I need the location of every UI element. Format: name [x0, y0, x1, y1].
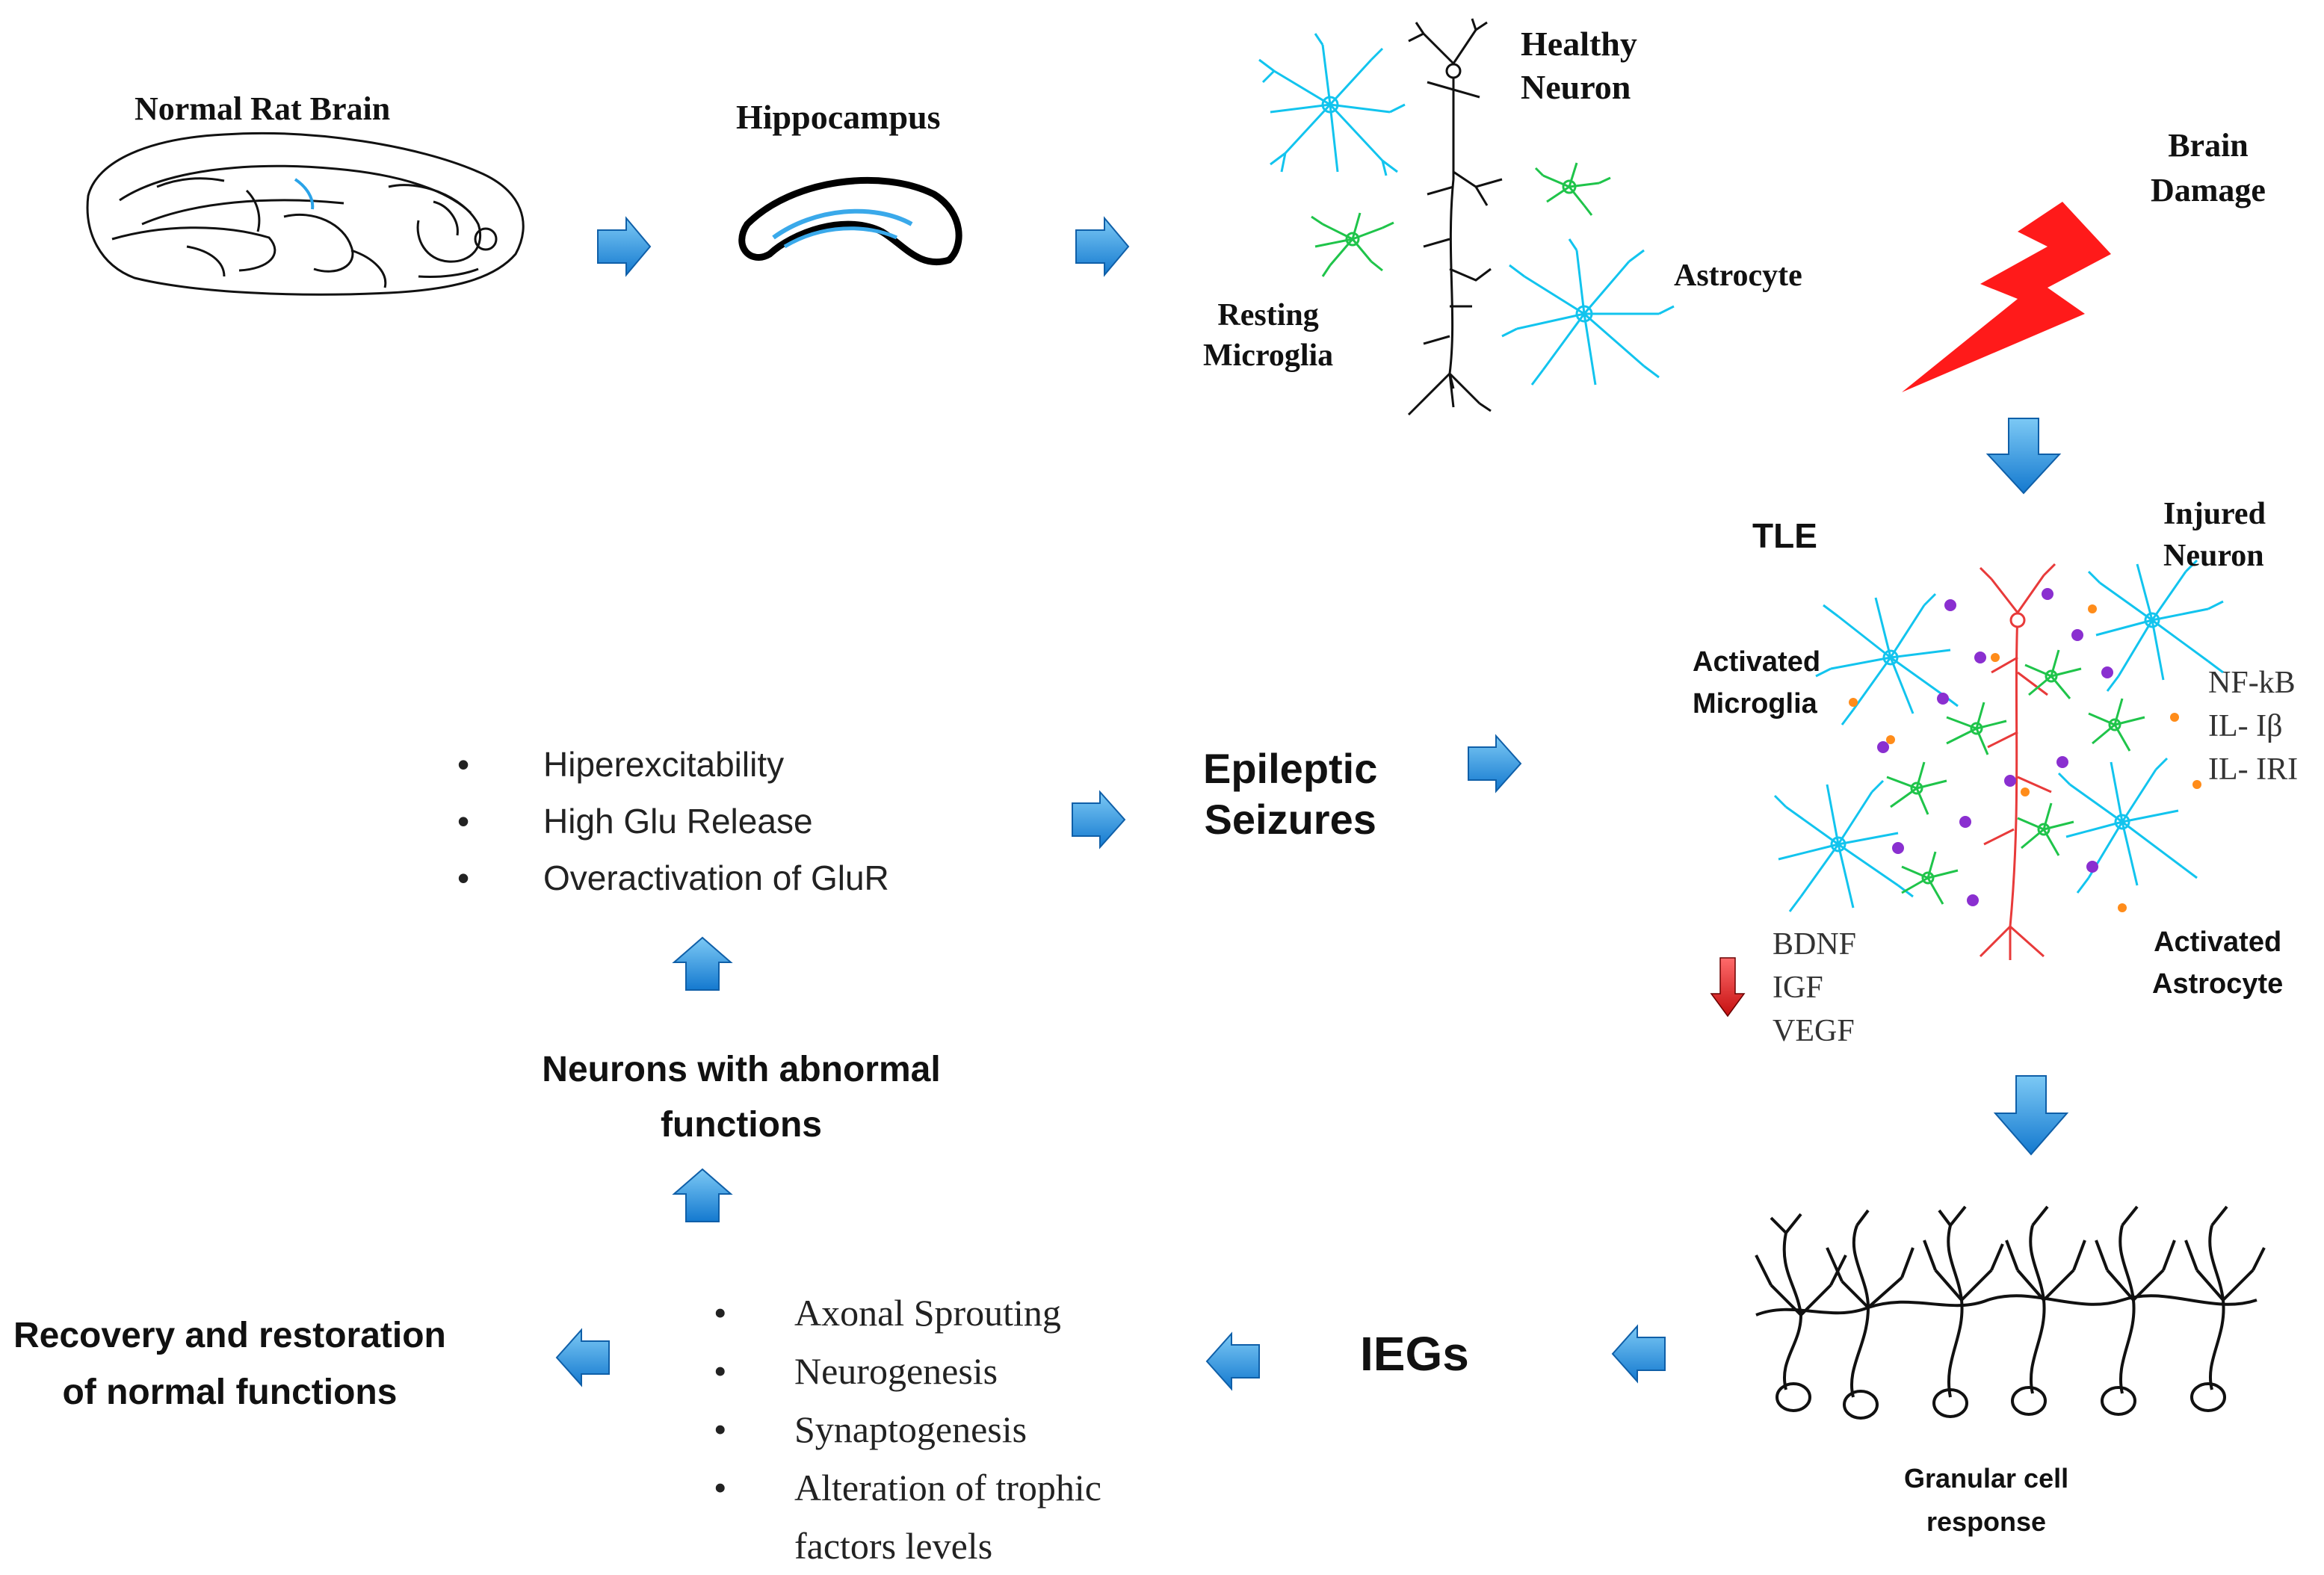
arrow-right-icon: [1072, 790, 1126, 850]
granular-cell-response-label-line2: response: [1926, 1506, 2047, 1537]
brain-damage-lightning-icon: [1902, 202, 2111, 392]
cytokine-dots-orange: [1849, 604, 2201, 912]
cytokine-dots-purple: [1877, 588, 2113, 906]
granular-cell-illustration: [1755, 1205, 2266, 1420]
arrow-left-icon: [555, 1328, 610, 1387]
activated-astrocyte-illustrations: [1773, 559, 2224, 912]
excitability-item: • High Glu Release: [457, 793, 889, 850]
plasticity-item-text: Neurogenesis: [794, 1350, 998, 1392]
granular-cell-response-label: Granular cell response: [1904, 1457, 2068, 1544]
activated-astrocyte-label: Activated Astrocyte: [2152, 921, 2283, 1005]
arrow-left-icon: [1611, 1324, 1666, 1384]
arrow-down-icon: [1985, 418, 2062, 495]
arrow-right-icon: [1468, 734, 1522, 793]
cytokine-item: IL- Iβ: [2208, 709, 2283, 743]
epileptic-seizures-label-line2: Seizures: [1204, 796, 1376, 843]
bullet: •: [714, 1292, 727, 1334]
epileptic-seizures-label: Epileptic Seizures: [1203, 743, 1377, 845]
granular-cell-response-label-line1: Granular cell: [1904, 1463, 2069, 1494]
recovery-label: Recovery and restoration of normal funct…: [13, 1308, 446, 1421]
bullet: •: [457, 745, 470, 784]
growth-factor-item: IGF: [1773, 971, 1823, 1005]
injured-neuron-illustration: [1979, 563, 2056, 960]
plasticity-item: factors levels: [714, 1517, 1101, 1575]
decrease-arrow-icon: [1710, 957, 1746, 1018]
bullet: •: [714, 1408, 727, 1450]
activated-microglia-illustrations: [1886, 649, 2145, 905]
iegs-label: IEGs: [1360, 1327, 1469, 1381]
hippocampus-label: Hippocampus: [736, 98, 941, 136]
cytokine-item: IL- IRI: [2208, 752, 2299, 787]
plasticity-item: • Alteration of trophic: [714, 1458, 1101, 1517]
injured-neuron-label-line2: Neuron: [2163, 539, 2264, 573]
healthy-neuron-label: Healthy Neuron: [1521, 22, 1637, 109]
flow-arrows: [555, 216, 2069, 1391]
bullet: •: [714, 1467, 727, 1509]
rat-brain-illustration: [86, 131, 525, 296]
plasticity-item: • Synaptogenesis: [714, 1400, 1101, 1458]
astrocyte-illustration-top-right: [1501, 238, 1675, 386]
growth-factor-item: VEGF: [1773, 1014, 1855, 1048]
arrow-right-icon: [1075, 216, 1130, 277]
injured-neuron-label-line1: Injured: [2163, 497, 2266, 531]
hippocampus-illustration: [738, 176, 962, 266]
tle-label: TLE: [1752, 516, 1817, 555]
neurons-abnormal-label-line2: functions: [661, 1105, 822, 1145]
brain-damage-label-line2: Damage: [2151, 172, 2266, 208]
plasticity-list: • Axonal Sprouting • Neurogenesis • Synapto…: [714, 1284, 1101, 1575]
arrow-up-icon: [672, 936, 733, 991]
excitability-item-text: Overactivation of GluR: [543, 858, 889, 897]
arrow-left-icon: [1205, 1331, 1260, 1391]
resting-microglia-label-line2: Microglia: [1203, 338, 1334, 373]
activated-microglia-label-line2: Microglia: [1693, 688, 1817, 720]
cytokine-item: NF-kB: [2208, 666, 2296, 700]
normal-rat-brain-label: Normal Rat Brain: [135, 90, 391, 127]
astrocyte-label: Astrocyte: [1674, 259, 1802, 293]
healthy-neuron-label-line2: Neuron: [1521, 68, 1631, 106]
recovery-label-line1: Recovery and restoration: [13, 1316, 446, 1355]
bullet: •: [714, 1350, 727, 1392]
activated-microglia-label-line1: Activated: [1693, 646, 1821, 678]
arrow-down-icon: [1993, 1075, 2069, 1156]
healthy-neuron-label-line1: Healthy: [1521, 25, 1637, 63]
tle-cell-cluster: [1773, 559, 2224, 960]
plasticity-item-text: Synaptogenesis: [794, 1408, 1027, 1450]
bullet: •: [457, 858, 470, 897]
activated-astrocyte-label-line2: Astrocyte: [2152, 968, 2284, 1000]
brain-damage-label-line1: Brain: [2168, 127, 2249, 164]
neurons-abnormal-label-line1: Neurons with abnormal: [542, 1050, 941, 1089]
excitability-item-text: Hiperexcitability: [543, 745, 785, 784]
epileptic-seizures-label-line1: Epileptic: [1203, 745, 1378, 792]
plasticity-item-text: Axonal Sprouting: [794, 1292, 1061, 1334]
brain-damage-label: Brain Damage: [2151, 123, 2266, 213]
activated-astrocyte-label-line1: Activated: [2154, 926, 2282, 958]
plasticity-item: • Axonal Sprouting: [714, 1284, 1101, 1342]
excitability-item-text: High Glu Release: [543, 802, 813, 841]
excitability-list: • Hiperexcitability • High Glu Release • Ov…: [457, 736, 889, 906]
growth-factor-list: BDNF IGF VEGF: [1773, 923, 1856, 1053]
resting-microglia-label: Resting Microglia: [1203, 295, 1333, 376]
injured-neuron-label: Injured Neuron: [2163, 493, 2266, 577]
plasticity-item: • Neurogenesis: [714, 1342, 1101, 1400]
plasticity-item-text: factors levels: [794, 1525, 993, 1567]
neurons-abnormal-label: Neurons with abnormal functions: [502, 1042, 980, 1153]
activated-microglia-label: Activated Microglia: [1693, 641, 1820, 725]
resting-microglia-label-line1: Resting: [1217, 298, 1319, 332]
cytokine-list: NF-kB IL- Iβ IL- IRI: [2208, 661, 2298, 791]
excitability-item: • Overactivation of GluR: [457, 850, 889, 906]
bullet: •: [457, 802, 470, 841]
recovery-label-line2: of normal functions: [62, 1373, 398, 1412]
excitability-item: • Hiperexcitability: [457, 736, 889, 793]
microglia-illustration-top: [1311, 162, 1611, 277]
arrow-up-icon: [672, 1168, 733, 1222]
astrocyte-illustration-top-left: [1258, 33, 1406, 176]
growth-factor-item: BDNF: [1773, 927, 1857, 962]
healthy-neuron-illustration: [1407, 18, 1503, 416]
plasticity-item-text: Alteration of trophic: [794, 1467, 1101, 1509]
arrow-right-icon: [597, 216, 652, 277]
